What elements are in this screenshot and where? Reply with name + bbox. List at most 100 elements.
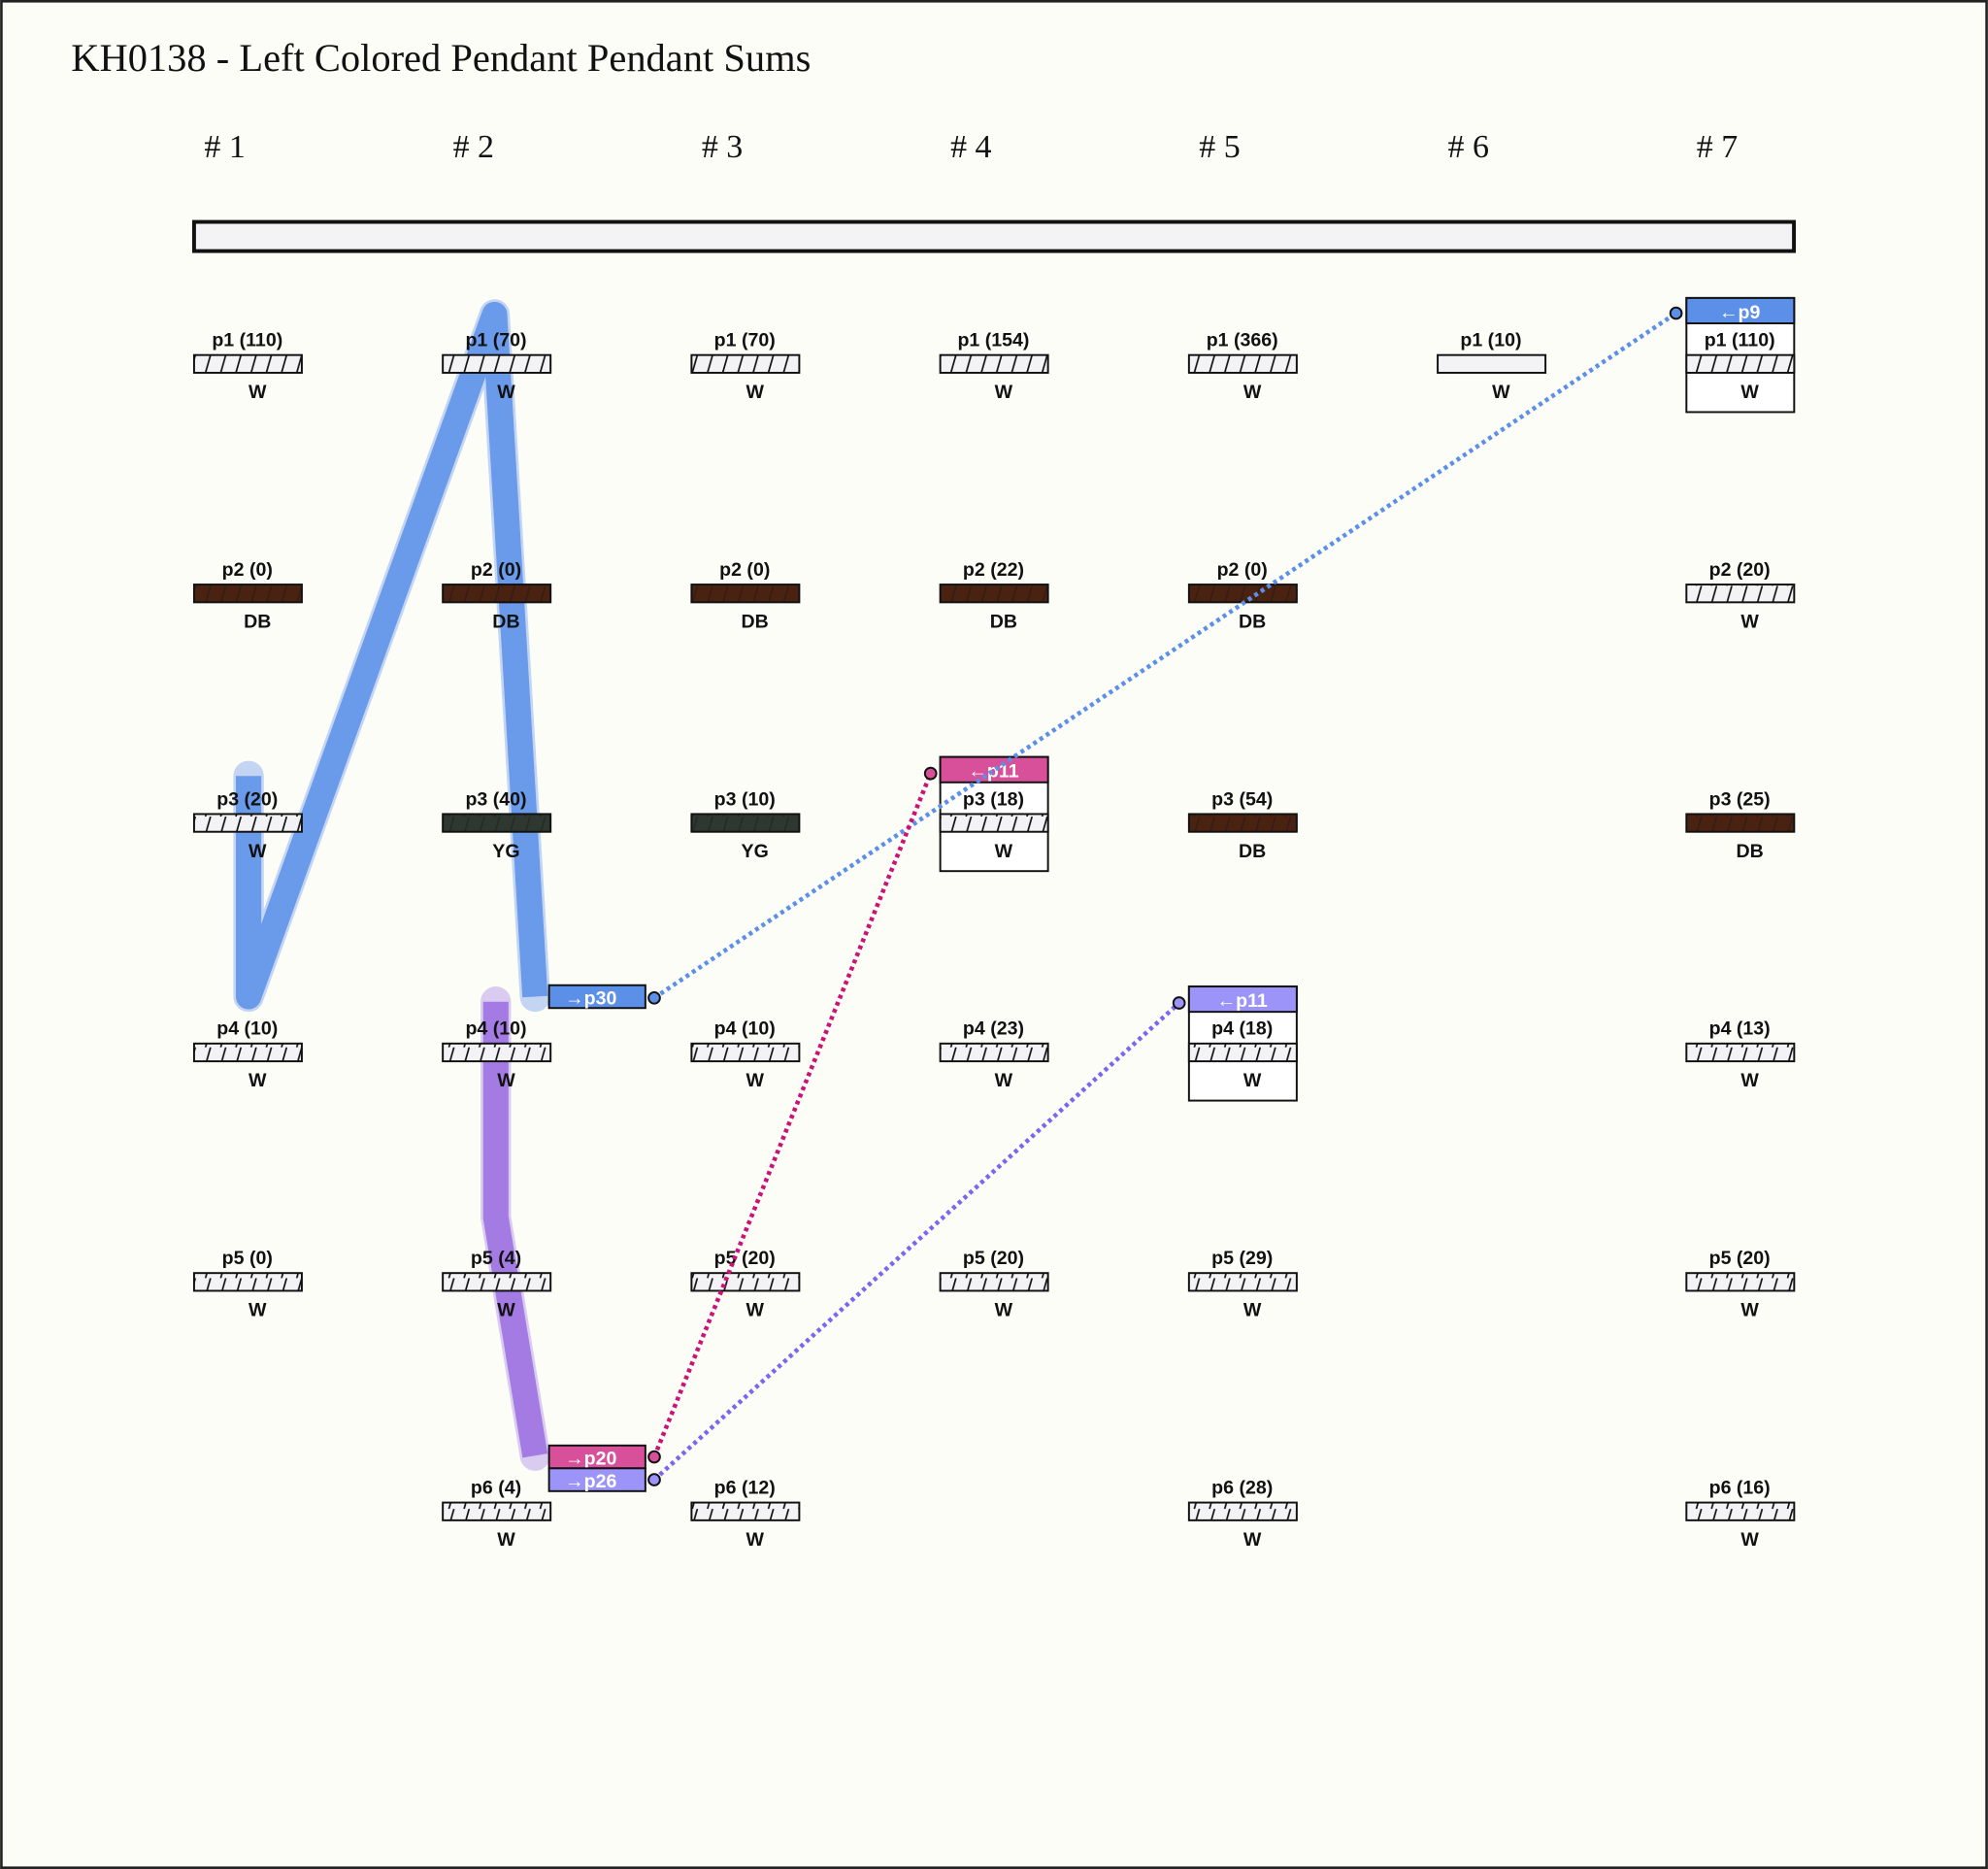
pendant-color-code: W xyxy=(1740,382,1759,403)
pendant-color-code: W xyxy=(1243,1529,1262,1551)
pendant-twist-pattern xyxy=(1188,354,1297,373)
pendant-label: p3 (54) xyxy=(1211,788,1273,810)
pendant-label: p2 (0) xyxy=(222,559,273,581)
pendant-cord-W xyxy=(1437,353,1547,374)
sum-band-p30 xyxy=(236,301,548,1010)
primary-cord xyxy=(191,219,1797,253)
pendant-label: p5 (0) xyxy=(222,1248,273,1269)
pendant-label: p1 (366) xyxy=(1207,330,1278,351)
pendant-color-code: DB xyxy=(244,611,271,632)
pendant-twist-pattern xyxy=(691,354,800,373)
cord-header: # 1 xyxy=(204,129,245,165)
pendant-label: p5 (29) xyxy=(1211,1248,1273,1269)
pendant-color-code: W xyxy=(248,1300,267,1321)
pendant-twist-pattern xyxy=(940,1043,1048,1062)
pendant-color-code: DB xyxy=(1239,841,1266,862)
pendant-label: p4 (18) xyxy=(1211,1018,1273,1040)
sum-source-tag xyxy=(939,755,1049,784)
pendant-twist-pattern xyxy=(443,584,551,603)
cord-header: # 6 xyxy=(1448,129,1489,165)
pendant-label: p1 (70) xyxy=(714,330,776,351)
pendant-color-code: DB xyxy=(1239,611,1266,632)
sum-target-label: →p20 xyxy=(565,1448,616,1469)
pendant-color-code: W xyxy=(1740,1529,1759,1551)
link-endpoint xyxy=(647,1473,661,1486)
pendant-twist-pattern xyxy=(1188,1273,1297,1291)
pendant-label: p5 (4) xyxy=(471,1248,521,1269)
cord-header: # 4 xyxy=(950,129,991,165)
pendant-twist-pattern xyxy=(443,814,551,832)
link-endpoint xyxy=(1669,306,1683,320)
pendant-color-code: W xyxy=(995,1070,1013,1091)
pendant-label: p6 (16) xyxy=(1709,1477,1771,1498)
pendant-label: p1 (110) xyxy=(212,330,282,351)
sum-link-line xyxy=(651,772,933,1458)
link-endpoint xyxy=(647,1450,661,1464)
pendant-twist-pattern xyxy=(1188,814,1297,832)
pendant-twist-pattern xyxy=(443,1043,551,1062)
sum-target-tag xyxy=(547,984,646,1010)
cord-header: # 5 xyxy=(1199,129,1240,165)
pendant-twist-pattern xyxy=(1188,1502,1297,1520)
pendant-color-code: W xyxy=(1243,1300,1262,1321)
pendant-label: p1 (110) xyxy=(1705,330,1775,351)
pendant-label: p6 (4) xyxy=(471,1477,521,1498)
pendant-twist-pattern xyxy=(691,1273,800,1291)
pendant-label: p1 (10) xyxy=(1460,330,1521,351)
pendant-color-code: W xyxy=(1740,1070,1759,1091)
pendant-color-code: W xyxy=(1492,382,1510,403)
pendant-label: p5 (20) xyxy=(963,1248,1024,1269)
pendant-label: p2 (0) xyxy=(719,559,770,581)
pendant-label: p6 (28) xyxy=(1211,1477,1273,1498)
pendant-color-code: W xyxy=(497,1300,515,1321)
sum-source-label: ←p11 xyxy=(968,761,1018,783)
pendant-twist-pattern xyxy=(940,1273,1048,1291)
pendant-twist-pattern xyxy=(1686,1273,1795,1291)
pendant-label: p4 (13) xyxy=(1709,1018,1771,1040)
cord-header: # 3 xyxy=(702,129,743,165)
pendant-color-code: DB xyxy=(742,611,769,632)
pendant-label: p1 (70) xyxy=(465,330,526,351)
pendant-color-code: W xyxy=(248,841,267,862)
pendant-label: p3 (10) xyxy=(714,788,776,810)
pendant-color-code: W xyxy=(746,1300,764,1321)
pendant-label: p4 (10) xyxy=(216,1018,278,1040)
pendant-twist-pattern xyxy=(940,584,1048,603)
pendant-twist-pattern xyxy=(443,354,551,373)
pendant-label: p3 (40) xyxy=(465,788,526,810)
pendant-label: p2 (22) xyxy=(963,559,1024,581)
pendant-color-code: YG xyxy=(742,841,769,862)
pendant-color-code: W xyxy=(746,1070,764,1091)
link-endpoint xyxy=(1172,996,1186,1010)
pendant-twist-pattern xyxy=(1188,584,1297,603)
pendant-twist-pattern xyxy=(193,354,302,373)
pendant-twist-pattern xyxy=(1686,814,1795,832)
pendant-twist-pattern xyxy=(193,1043,302,1062)
pendant-label: p6 (12) xyxy=(714,1477,776,1498)
pendant-twist-pattern xyxy=(691,1502,800,1520)
sum-source-tag xyxy=(1685,296,1796,325)
pendant-twist-pattern xyxy=(1686,354,1795,373)
sum-target-tag xyxy=(547,1467,646,1492)
link-endpoint xyxy=(647,990,661,1005)
cord-header: # 7 xyxy=(1697,129,1738,165)
pendant-twist-pattern xyxy=(1686,1502,1795,1520)
pendant-color-code: W xyxy=(1243,1070,1262,1091)
pendant-color-code: W xyxy=(1740,1300,1759,1321)
sum-source-label: ←p9 xyxy=(1719,302,1761,323)
pendant-color-code: W xyxy=(995,1300,1013,1321)
sum-band-p20-p26 xyxy=(482,1001,548,1458)
pendant-color-code: YG xyxy=(492,841,519,862)
pendant-color-code: W xyxy=(497,1070,515,1091)
pendant-label: p5 (20) xyxy=(1709,1248,1771,1269)
pendant-twist-pattern xyxy=(1686,584,1795,603)
pendant-label: p3 (25) xyxy=(1709,788,1771,810)
pendant-twist-pattern xyxy=(193,814,302,832)
pendant-color-code: W xyxy=(248,1070,267,1091)
pendant-color-code: W xyxy=(1243,382,1262,403)
pendant-label: p5 (20) xyxy=(714,1248,776,1269)
cord-header: # 2 xyxy=(453,129,494,165)
